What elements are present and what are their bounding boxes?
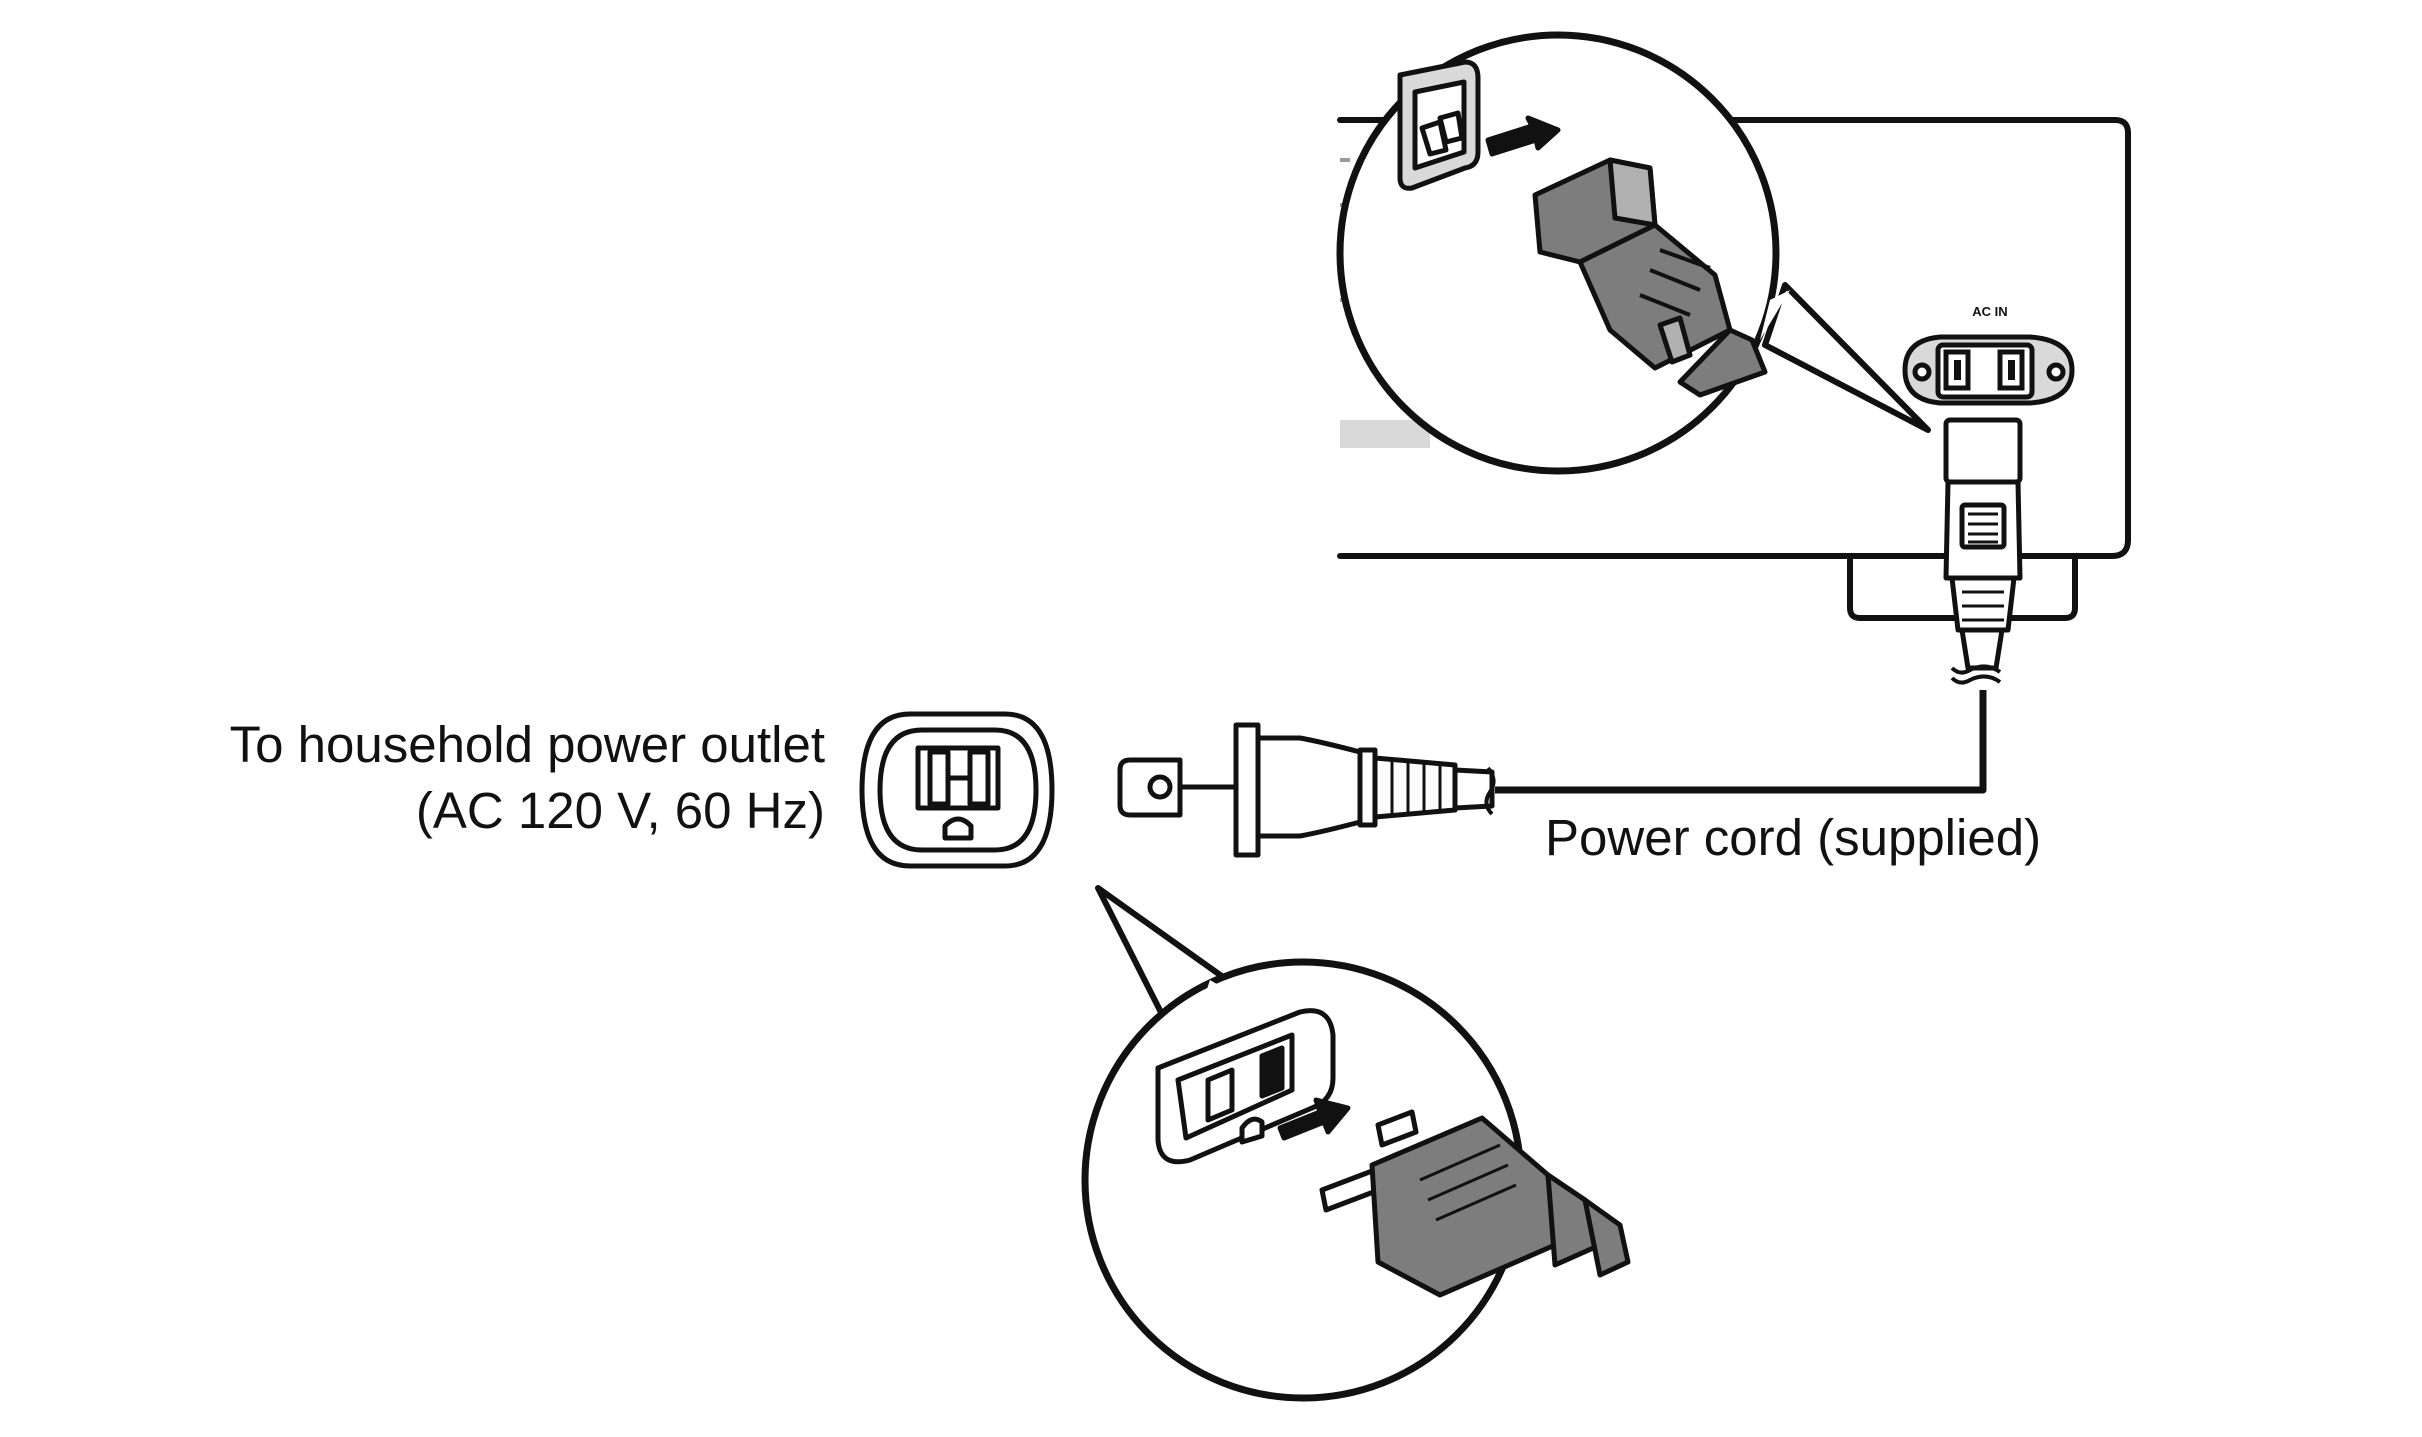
outlet-label-line1: To household power outlet: [229, 716, 825, 773]
ac-in-socket: [1902, 334, 2075, 406]
cord-break-mark: [1950, 664, 2002, 685]
outlet-label: To household power outlet (AC 120 V, 60 …: [100, 712, 825, 844]
zoom-callout-iec: [1336, 31, 1931, 475]
outlet-label-line2: (AC 120 V, 60 Hz): [415, 782, 825, 839]
cord-break-mark-2: [1484, 766, 1496, 816]
zoom-callout-plug: [1081, 885, 1631, 1402]
power-cord: [1495, 690, 1987, 794]
iec-plug-connected: [1943, 417, 2023, 671]
ac-in-label: AC IN: [1972, 304, 2008, 319]
power-cord-label: Power cord (supplied): [1545, 809, 2042, 866]
wall-outlet: [859, 711, 1055, 869]
two-prong-plug: [1117, 722, 1495, 858]
